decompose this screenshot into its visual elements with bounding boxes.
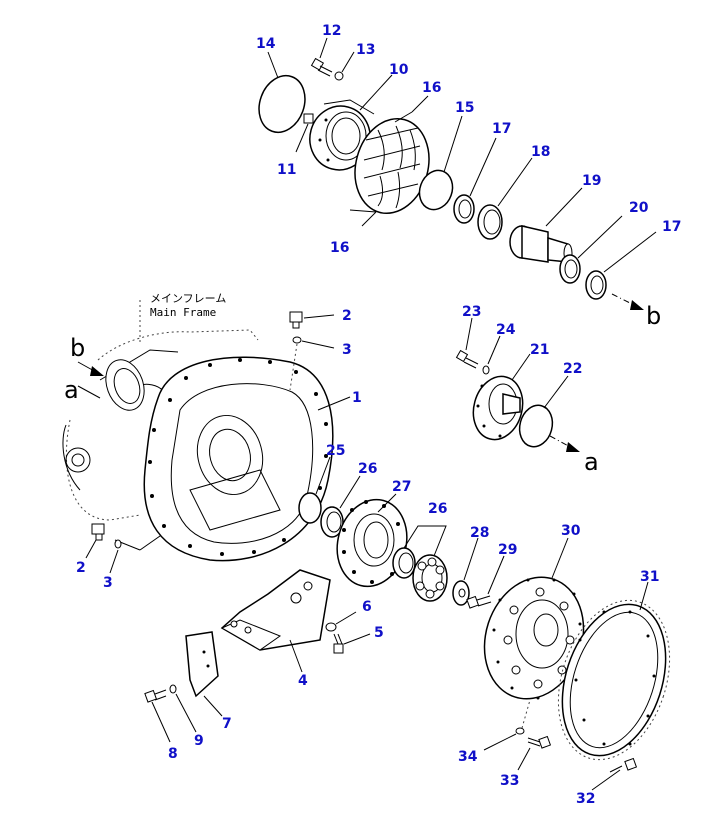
callout-32: 32 (576, 791, 595, 807)
callout-30: 30 (561, 523, 581, 539)
part-19-pinion-shaft (509, 225, 573, 263)
ref-a-right: a (584, 448, 599, 476)
callout-3-top: 3 (342, 342, 352, 358)
callout-4: 4 (298, 673, 308, 689)
callout-24: 24 (496, 322, 516, 338)
part-11-plug (303, 113, 314, 124)
callout-29: 29 (498, 542, 517, 558)
part-25-o-ring (298, 492, 322, 524)
callout-22: 22 (563, 361, 582, 377)
callout-25: 25 (326, 443, 345, 459)
ref-a-left: a (64, 376, 79, 404)
callout-3-left: 3 (103, 575, 113, 591)
arrow-from-b (77, 361, 104, 376)
callout-numbers: 1 2 2 3 3 4 5 6 7 8 9 10 11 12 13 14 15 … (76, 23, 681, 807)
callout-28: 28 (470, 525, 489, 541)
callout-17-upper: 17 (492, 121, 511, 137)
part-29-bolt (466, 595, 492, 609)
part-15-o-ring (418, 169, 454, 211)
part-9-washer (169, 684, 177, 694)
part-5-bolt (333, 633, 344, 654)
part-1-transmission-case (143, 356, 334, 562)
callout-18: 18 (531, 144, 550, 160)
part-3-gasket-left (114, 539, 122, 549)
callout-13: 13 (356, 42, 375, 58)
callout-8: 8 (168, 746, 178, 762)
callout-26-lower: 26 (428, 501, 447, 517)
ref-b-right: b (646, 302, 661, 330)
part-6-washer (325, 622, 337, 632)
part-2-breather-top (289, 311, 303, 329)
part-34-washer (515, 727, 525, 735)
callout-11: 11 (277, 162, 296, 178)
frame-label-en: Main Frame (150, 306, 216, 319)
callout-14: 14 (256, 36, 276, 52)
callout-10: 10 (389, 62, 409, 78)
part-17-spacer-upper (453, 194, 475, 224)
main-frame-label: メインフレーム Main Frame (139, 292, 226, 345)
callout-2-top: 2 (342, 308, 352, 324)
callout-2-left: 2 (76, 560, 86, 576)
callout-34: 34 (458, 749, 478, 765)
callout-16-bottom: 16 (330, 240, 349, 256)
part-21-flange-shaft (472, 375, 524, 441)
part-12-bolt (310, 57, 333, 77)
frame-port (105, 359, 145, 411)
callout-12: 12 (322, 23, 341, 39)
callout-26-upper: 26 (358, 461, 377, 477)
part-7-side-bracket (185, 631, 219, 698)
part-30-sprocket-hub (483, 576, 585, 700)
part-8-bolt (144, 689, 167, 703)
callout-5: 5 (374, 625, 384, 641)
callout-33: 33 (500, 773, 519, 789)
callout-19: 19 (582, 173, 601, 189)
part-17-spacer-lower (585, 270, 607, 300)
arrow-to-a (549, 435, 580, 452)
part-14-o-ring (258, 74, 306, 134)
callout-7: 7 (222, 716, 232, 732)
callout-6: 6 (362, 599, 372, 615)
frame-label-jp: メインフレーム (150, 292, 226, 305)
part-31-ring-gear (557, 599, 671, 761)
part-24-washer (482, 365, 490, 375)
part-16-cam-cage (354, 117, 430, 215)
part-10-cage-housing (309, 99, 375, 171)
callout-9: 9 (194, 733, 204, 749)
part-2-breather-left (91, 523, 105, 541)
callout-17-lower: 17 (662, 219, 681, 235)
callout-1: 1 (352, 390, 362, 406)
callout-16-top: 16 (422, 80, 441, 96)
arrow-to-b (611, 293, 644, 310)
part-32-bolt (609, 757, 638, 773)
part-18-bearing (477, 204, 503, 240)
part-27-bearing-carrier (336, 498, 408, 588)
part-20-bearing (559, 254, 581, 284)
callout-21: 21 (530, 342, 549, 358)
part-26-bearing-b (392, 547, 448, 602)
part-22-o-ring (518, 404, 554, 448)
part-4-mount-bracket (220, 569, 331, 651)
part-23-bolt (455, 349, 479, 369)
callout-15: 15 (455, 100, 474, 116)
part-26-bearing-a (320, 506, 344, 538)
part-28-thrust-washer (452, 580, 470, 606)
part-33-bolt (527, 735, 552, 749)
part-3-gasket-top (292, 336, 302, 344)
callout-31: 31 (640, 569, 659, 585)
callout-27: 27 (392, 479, 411, 495)
ref-b-left: b (70, 334, 85, 362)
part-13-washer (334, 71, 344, 81)
callout-23: 23 (462, 304, 481, 320)
callout-20: 20 (629, 200, 649, 216)
arrow-from-a (77, 385, 101, 399)
